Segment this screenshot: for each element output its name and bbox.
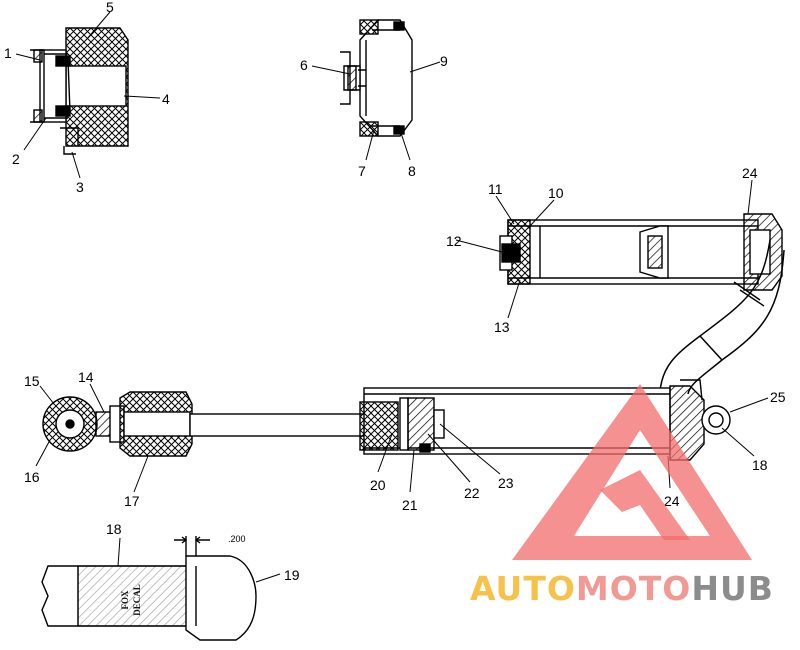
callout-19: 19	[284, 567, 300, 583]
callout-6: 6	[300, 57, 308, 73]
leader-lines	[15, 11, 769, 583]
callout-2: 2	[12, 151, 20, 167]
callout-22: 22	[464, 485, 480, 501]
callout-18: 18	[752, 457, 768, 473]
dimension-label: .200	[228, 534, 246, 544]
watermark-text-moto: MOTO	[576, 569, 691, 608]
decal-text-line1: FOX	[120, 590, 130, 609]
callout-4: 4	[162, 91, 170, 107]
callout-labels: 1 2 3 4 5 6 7 8 9 10 11 12 13 14 15 16 1…	[4, 0, 786, 583]
callout-20: 20	[370, 477, 386, 493]
watermark-triangle-logo	[512, 384, 752, 560]
decal-placement-detail	[41, 536, 257, 641]
callout-24-bottom: 24	[664, 493, 680, 509]
decal-text-line2: DECAL	[132, 584, 142, 616]
callout-21: 21	[402, 497, 418, 513]
callout-25: 25	[770, 389, 786, 405]
callout-10: 10	[548, 185, 564, 201]
callout-12: 12	[446, 233, 462, 249]
callout-16: 16	[24, 469, 40, 485]
reservoir-hose	[659, 239, 785, 395]
reservoir-assembly	[499, 213, 783, 307]
callout-13: 13	[494, 319, 510, 335]
callout-14: 14	[78, 369, 94, 385]
callout-9: 9	[440, 53, 448, 69]
detail-callout-18: 18	[106, 521, 122, 537]
callout-7: 7	[358, 163, 366, 179]
callout-8: 8	[408, 163, 416, 179]
watermark-text-hub: HUB	[691, 569, 774, 608]
svg-text:AUTOMOTOHUB: AUTOMOTOHUB	[470, 569, 774, 608]
automotohub-watermark: AUTOMOTOHUB	[470, 384, 774, 608]
callout-3: 3	[76, 179, 84, 195]
callout-11: 11	[488, 181, 503, 197]
callout-23: 23	[498, 475, 514, 491]
callout-24-top: 24	[742, 165, 758, 181]
callout-5: 5	[106, 0, 114, 15]
watermark-text-auto: AUTO	[470, 569, 576, 608]
piston-cap-detail	[340, 19, 413, 137]
callout-1: 1	[4, 45, 12, 61]
bushing-assembly-detail	[30, 27, 129, 155]
callout-17: 17	[124, 493, 140, 509]
callout-15: 15	[24, 373, 40, 389]
